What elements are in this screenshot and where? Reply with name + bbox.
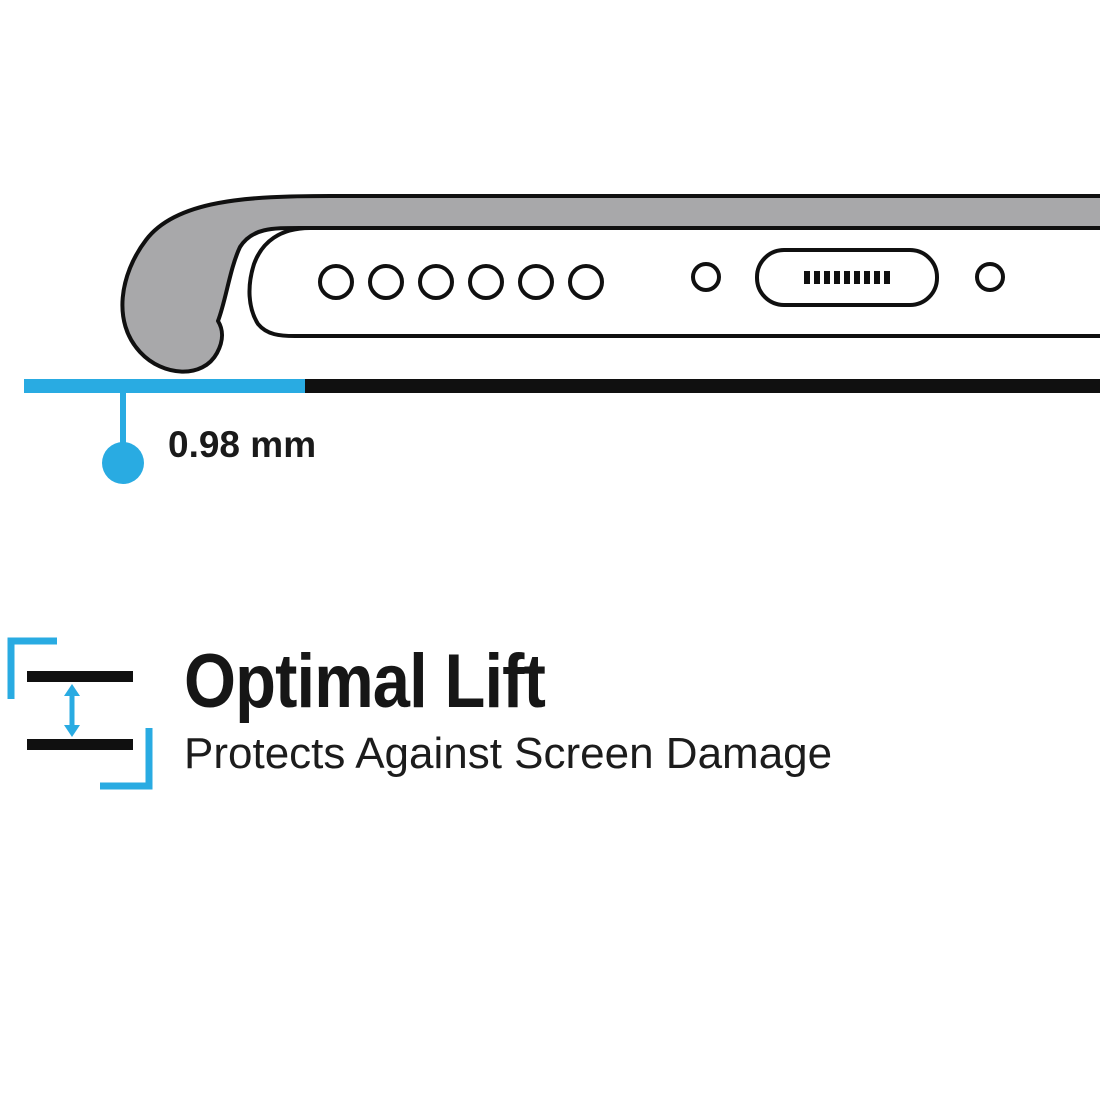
feature-subtitle: Protects Against Screen Damage <box>184 729 833 778</box>
lift-bar-top <box>27 671 133 682</box>
measurement-pointer-dot <box>102 442 144 484</box>
surface-line-highlight <box>24 379 305 393</box>
speaker-hole <box>568 264 604 300</box>
screw-left-icon <box>691 262 721 292</box>
speaker-hole <box>318 264 354 300</box>
surface-line-dark <box>305 379 1100 393</box>
measurement-label: 0.98 mm <box>168 424 317 465</box>
speaker-hole <box>368 264 404 300</box>
case-shell <box>120 194 1100 374</box>
charging-port-pins <box>804 271 890 284</box>
speaker-hole <box>518 264 554 300</box>
speaker-holes <box>318 264 604 300</box>
lift-bar-bottom <box>27 739 133 750</box>
speaker-hole <box>468 264 504 300</box>
lift-bracket-top-left <box>7 637 57 699</box>
charging-port <box>755 248 939 307</box>
speaker-hole <box>418 264 454 300</box>
lift-gap-icon <box>7 637 153 790</box>
lift-bracket-bottom-right <box>100 728 153 790</box>
case-shell-shape <box>120 194 1100 374</box>
measurement-pointer-line <box>120 393 126 445</box>
measurement-pointer <box>102 393 144 484</box>
surface-line <box>24 379 1100 393</box>
screw-right-icon <box>975 262 1005 292</box>
feature-title: Optimal Lift <box>184 639 546 724</box>
lift-arrow-icon <box>64 684 80 737</box>
